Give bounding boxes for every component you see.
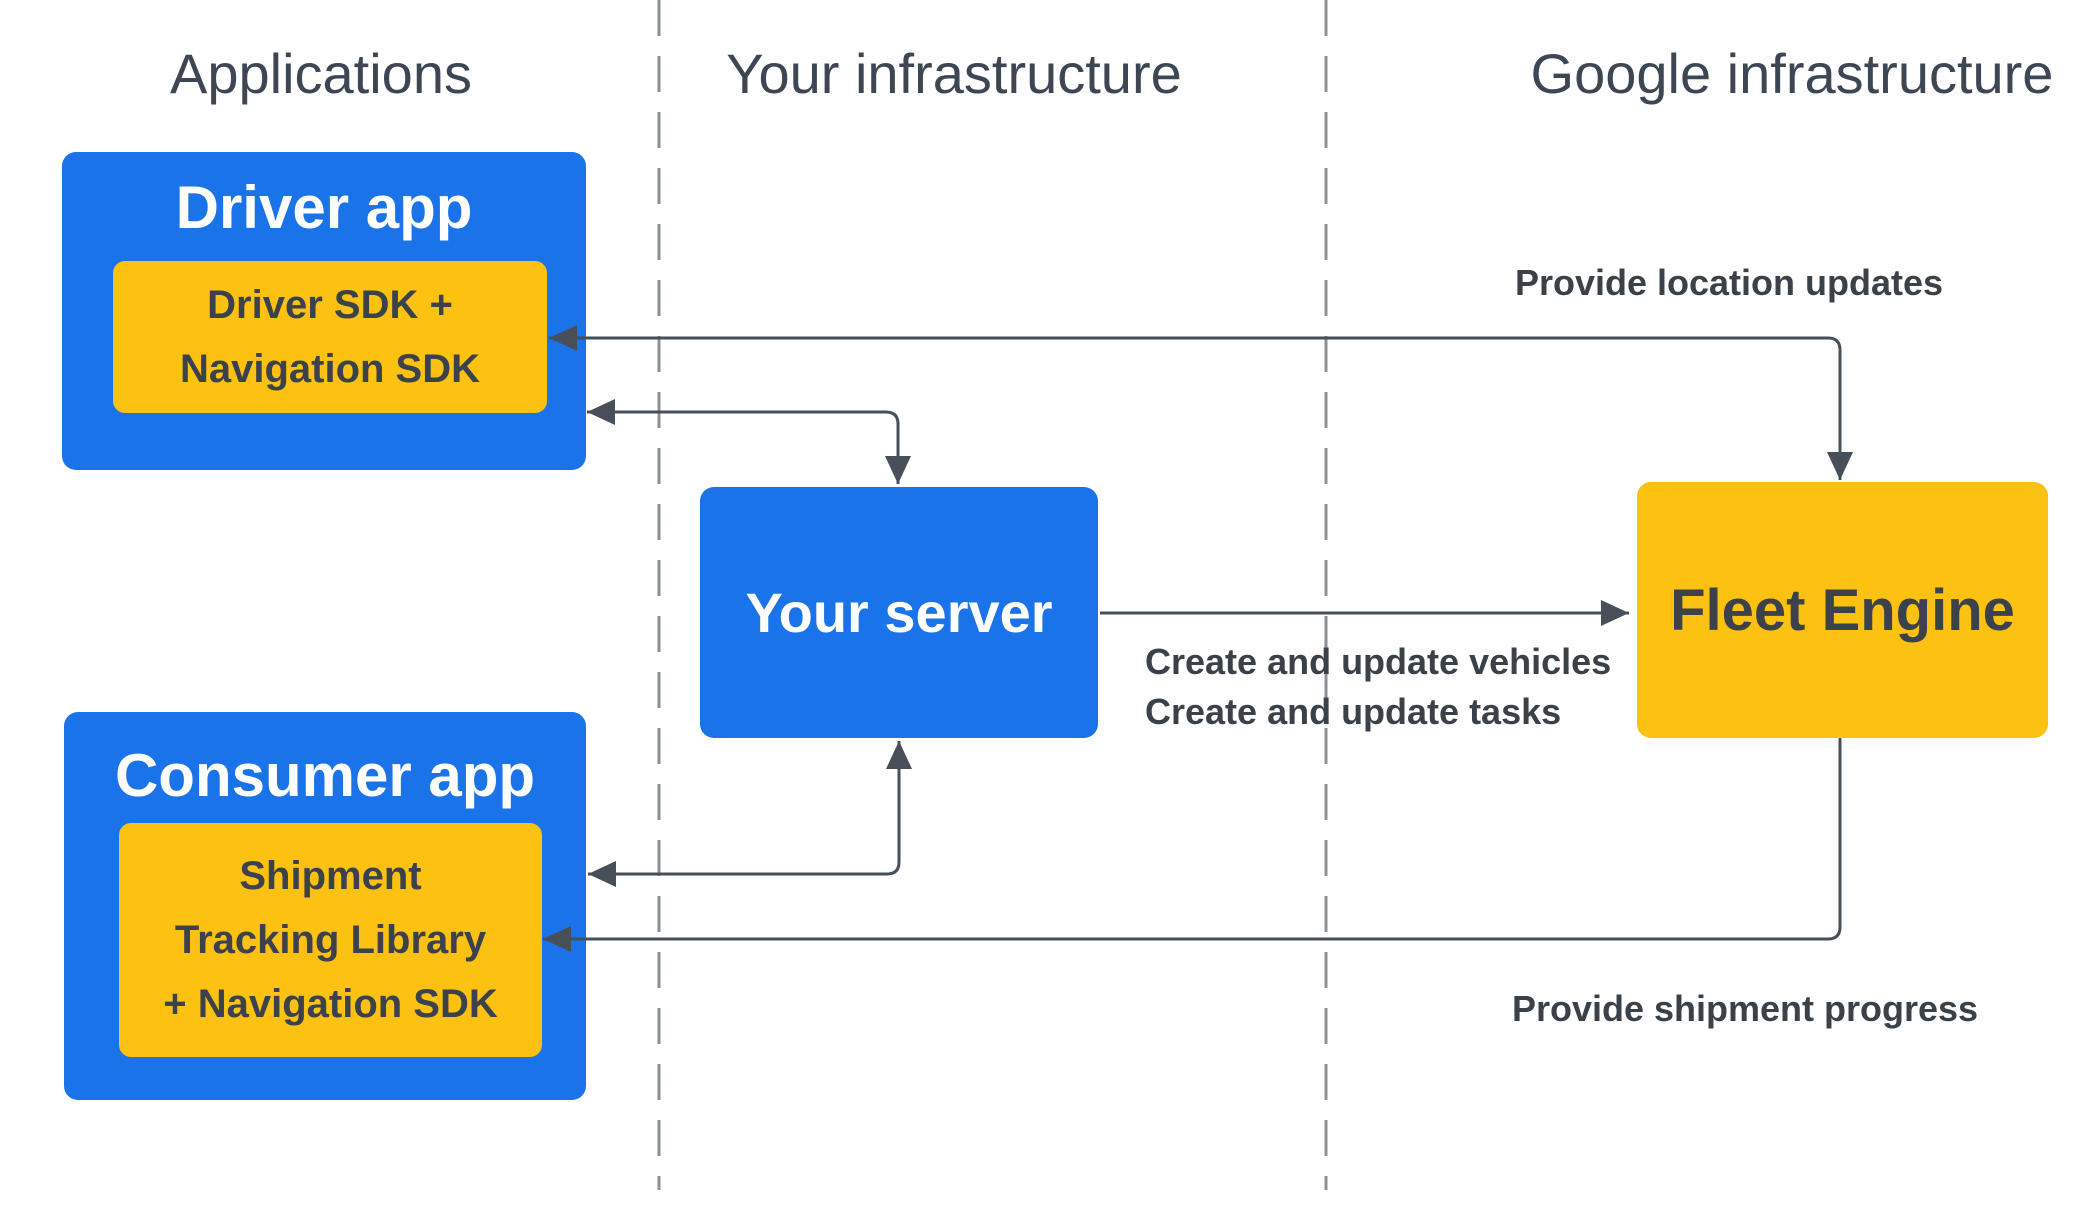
driver-app-node: Driver app Driver SDK + Navigation SDK [62,152,586,470]
arrow-your-server-consumer-app [588,741,912,887]
column-header-your-infrastructure: Your infrastructure [726,42,1182,105]
driver-sdk-line-1: Driver SDK + [207,283,453,327]
column-header-google-infrastructure: Google infrastructure [1530,42,2054,105]
shipment-lib-line-1: Shipment [239,854,422,898]
label-provide-location-updates: Provide location updates [1514,262,1944,303]
arrow-shipment-progress-fleet-engine-shipment-lib [543,738,1842,952]
driver-sdk-line-2: Navigation SDK [179,347,481,391]
fleet-engine-node: Fleet Engine [1637,482,2048,738]
driver-sdk-node: Driver SDK + Navigation SDK [113,261,547,413]
shipment-lib-line-2: Tracking Library [174,918,487,962]
shipment-lib-line-3: + Navigation SDK [163,982,498,1026]
label-create-update-tasks: Create and update tasks [1145,691,1562,732]
label-create-update-vehicles: Create and update vehicles [1145,641,1612,682]
column-header-applications: Applications [170,42,472,105]
driver-app-title: Driver app [175,174,473,241]
your-server-title: Your server [745,581,1053,644]
arrow-driver-app-your-server [587,399,911,484]
consumer-app-title: Consumer app [114,742,536,809]
label-create-and-update: Create and update vehicles Create and up… [1145,637,1611,737]
consumer-app-node: Consumer app Shipment Tracking Library +… [64,712,586,1100]
shipment-tracking-library-node: Shipment Tracking Library + Navigation S… [119,823,542,1057]
your-server-node: Your server [700,487,1098,738]
arrow-location-updates-fleet-engine-driver-sdk [549,325,1853,480]
fleet-engine-title: Fleet Engine [1670,577,2015,643]
label-provide-shipment-progress: Provide shipment progress [1511,988,1979,1029]
